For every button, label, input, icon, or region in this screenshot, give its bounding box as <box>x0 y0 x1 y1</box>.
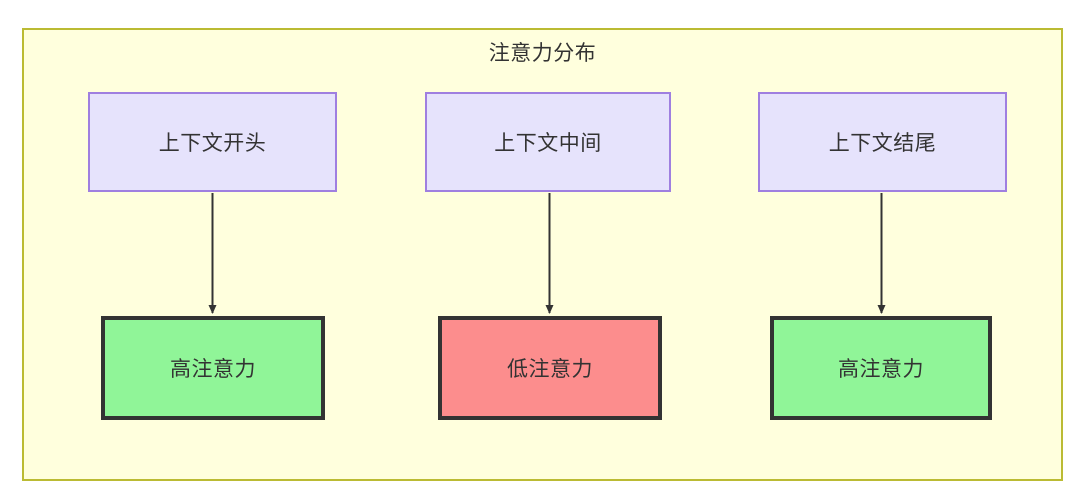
node-context-start-label: 上下文开头 <box>158 132 267 155</box>
node-context-start[interactable]: 上下文开头 <box>88 92 337 192</box>
subgraph-title: 注意力分布 <box>488 42 597 65</box>
node-attention-high-start-label: 高注意力 <box>170 358 256 381</box>
node-attention-high-start[interactable]: 高注意力 <box>101 316 325 420</box>
node-context-middle-label: 上下文中间 <box>494 132 602 155</box>
node-context-end-label: 上下文结尾 <box>828 132 937 155</box>
node-context-end[interactable]: 上下文结尾 <box>758 92 1007 192</box>
node-attention-high-end[interactable]: 高注意力 <box>770 316 992 420</box>
node-attention-high-end-label: 高注意力 <box>838 358 924 381</box>
node-context-middle[interactable]: 上下文中间 <box>425 92 671 192</box>
node-attention-low-middle-label: 低注意力 <box>507 358 593 381</box>
node-attention-low-middle[interactable]: 低注意力 <box>438 316 662 420</box>
